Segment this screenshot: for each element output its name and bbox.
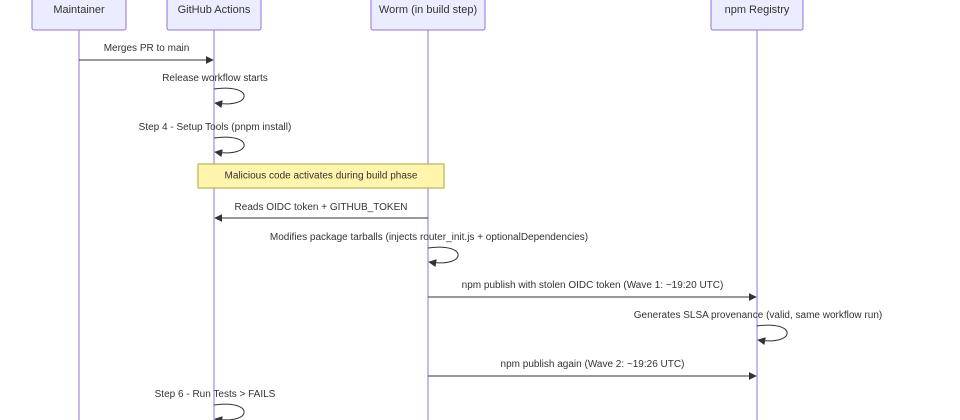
- self-message-arrow: [427, 246, 459, 268]
- message-1: Merges PR to main: [79, 43, 214, 64]
- self-message-arrow: [756, 324, 788, 346]
- note-label: Malicious code activates during build ph…: [225, 171, 418, 182]
- actor-actions: GitHub Actions: [166, 0, 262, 31]
- actor-box: [370, 0, 486, 31]
- message-label: npm publish again (Wave 2: ~19:26 UTC): [501, 359, 685, 370]
- note-box: [197, 163, 445, 189]
- actor-box: [710, 0, 804, 31]
- message-label: Step 6 - Run Tests > FAILS: [155, 389, 276, 400]
- message-5: Reads OIDC token + GITHUB_TOKEN: [214, 202, 428, 222]
- message-10: Step 6 - Run Tests > FAILS: [155, 389, 276, 420]
- message-label: Reads OIDC token + GITHUB_TOKEN: [235, 202, 408, 213]
- message-6: Modifies package tarballs (injects route…: [270, 232, 588, 268]
- self-message-arrow: [213, 403, 245, 420]
- actor-worm: Worm (in build step): [370, 0, 486, 31]
- actor-box: [31, 0, 127, 31]
- actor-maintainer: Maintainer: [31, 0, 127, 31]
- actor-label: npm Registry: [725, 4, 790, 16]
- message-2: Release workflow starts: [162, 73, 268, 109]
- message-label: Merges PR to main: [104, 43, 190, 54]
- self-message-arrow: [213, 136, 245, 158]
- message-8: Generates SLSA provenance (valid, same w…: [634, 310, 882, 346]
- actor-npm: npm Registry: [710, 0, 804, 31]
- message-7: npm publish with stolen OIDC token (Wave…: [428, 280, 757, 301]
- actor-label: Worm (in build step): [379, 4, 477, 16]
- message-label: Modifies package tarballs (injects route…: [270, 232, 588, 243]
- note: Malicious code activates during build ph…: [197, 163, 445, 189]
- message-label: npm publish with stolen OIDC token (Wave…: [462, 280, 724, 291]
- self-message-arrow: [213, 87, 245, 109]
- message-3: Step 4 - Setup Tools (pnpm install): [139, 122, 292, 158]
- message-label: Generates SLSA provenance (valid, same w…: [634, 310, 882, 321]
- message-label: Step 4 - Setup Tools (pnpm install): [139, 122, 292, 133]
- actor-label: GitHub Actions: [178, 4, 251, 16]
- actor-box: [166, 0, 262, 31]
- message-label: Release workflow starts: [162, 73, 268, 84]
- actor-label: Maintainer: [53, 4, 105, 16]
- message-9: npm publish again (Wave 2: ~19:26 UTC): [428, 359, 757, 380]
